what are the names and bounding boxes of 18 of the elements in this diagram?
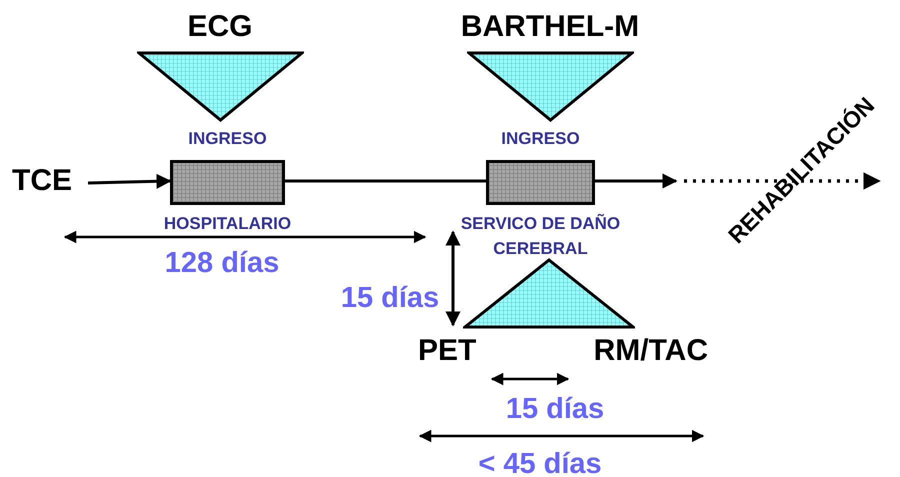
duration-label: 128 días — [164, 248, 280, 278]
arrow — [684, 172, 881, 190]
edge-label: 15 días — [340, 284, 440, 312]
arrow — [595, 174, 678, 188]
triangle-corner-label: RM/TAC — [594, 336, 708, 366]
box-title: INGRESO — [187, 130, 268, 147]
node-label: TCE — [12, 166, 86, 202]
duration-label: 15 días — [506, 394, 604, 424]
triangle-title: ECG — [186, 12, 254, 42]
arrow — [446, 230, 460, 326]
box-caption: HOSPITALARIO — [162, 213, 292, 235]
line — [285, 180, 486, 182]
box-caption: SERVICO DE DAÑO CEREBRAL — [460, 212, 622, 260]
triangle-title: BARTHEL-M — [460, 12, 640, 42]
box-title: INGRESO — [500, 130, 581, 147]
triangle-corner-label: PET — [418, 336, 476, 366]
duration-label: < 45 días — [478, 450, 602, 477]
arrow — [88, 174, 172, 189]
